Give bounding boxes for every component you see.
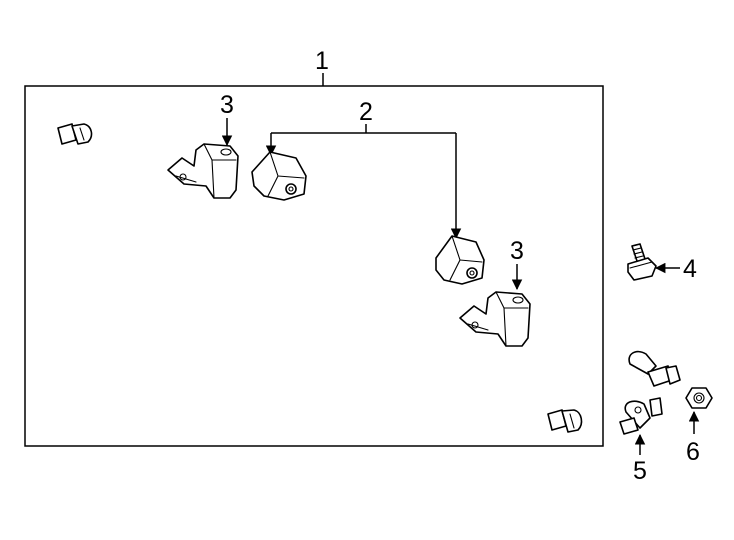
assembly-frame xyxy=(24,85,604,447)
stabilizer-bar-icon[interactable] xyxy=(39,123,583,433)
callout-3-upper[interactable]: 3 xyxy=(220,91,234,119)
callout-2[interactable]: 2 xyxy=(359,98,373,126)
callout-1[interactable]: 1 xyxy=(315,47,329,75)
bushing-bracket-icon[interactable] xyxy=(459,291,531,347)
stabilizer-link-icon[interactable] xyxy=(619,350,681,435)
callout-6[interactable]: 6 xyxy=(686,438,700,466)
bolt-icon[interactable] xyxy=(627,243,657,281)
callout-5[interactable]: 5 xyxy=(633,457,647,485)
callout-3-lower[interactable]: 3 xyxy=(510,237,524,265)
bushing-icon[interactable] xyxy=(251,151,307,201)
nut-icon[interactable] xyxy=(685,387,713,409)
callout-4[interactable]: 4 xyxy=(683,255,697,283)
bushing-icon[interactable] xyxy=(435,235,485,285)
bushing-bracket-icon[interactable] xyxy=(167,143,239,199)
